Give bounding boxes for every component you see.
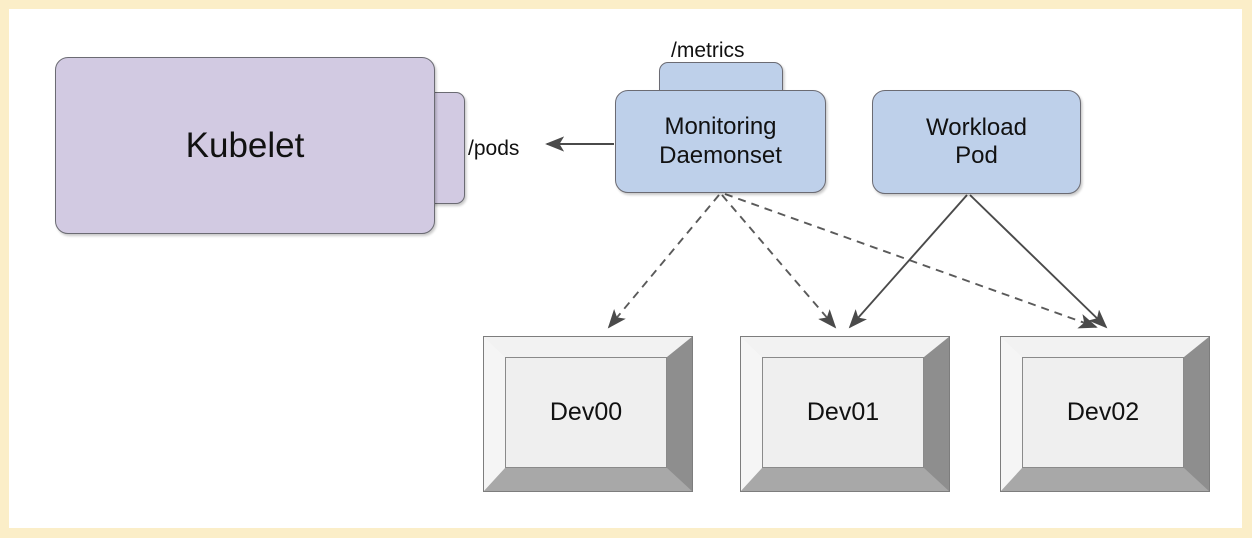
edge-workload-to-dev01 [848,194,968,329]
monitoring-daemonset-node[interactable]: Monitoring Daemonset [615,90,826,193]
device-screen: Dev02 [1022,357,1184,468]
device-screen: Dev00 [505,357,667,468]
edge-daemonset-to-dev02 [724,193,1098,329]
device-node-dev02[interactable]: Dev02 [1000,336,1210,492]
workload-pod-node[interactable]: Workload Pod [872,90,1081,194]
device-node-dev00[interactable]: Dev00 [483,336,693,492]
pods-endpoint-label: /pods [468,137,520,160]
diagram-canvas: Kubelet /pods /metrics Monitoring Daemon… [9,9,1242,528]
device-label: Dev01 [806,398,880,426]
device-label: Dev00 [549,398,623,426]
kubelet-node[interactable]: Kubelet [55,57,435,234]
device-label: Dev02 [1066,398,1140,426]
kubelet-label: Kubelet [185,125,305,165]
edge-workload-to-dev02 [969,194,1108,329]
edge-daemonset-to-dev01 [721,194,837,329]
workload-pod-label: Workload Pod [926,113,1027,169]
monitoring-daemonset-label: Monitoring Daemonset [659,113,782,169]
edge-daemonset-to-dev00 [607,194,720,329]
metrics-endpoint-label: /metrics [671,39,745,62]
device-node-dev01[interactable]: Dev01 [740,336,950,492]
device-screen: Dev01 [762,357,924,468]
